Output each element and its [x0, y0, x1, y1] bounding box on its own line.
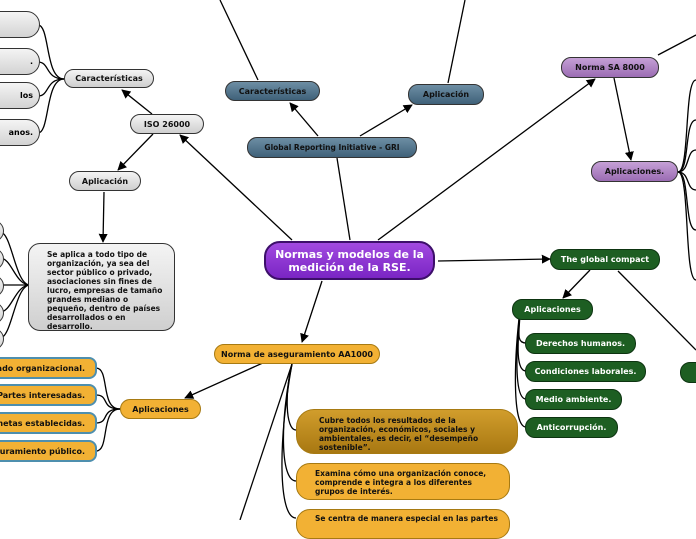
gc-item-label: Condiciones laborales.: [534, 367, 637, 376]
global-compact-aplicaciones-label: Aplicaciones: [524, 305, 581, 314]
iso-aplicacion-label: Aplicación: [81, 176, 129, 186]
iso-leaf-4[interactable]: anos.: [0, 119, 40, 146]
aa-text-3[interactable]: Se centra de manera especial en las part…: [296, 509, 510, 539]
global-compact-aplicaciones-node[interactable]: Aplicaciones: [512, 299, 593, 320]
aa1000-node[interactable]: Norma de aseguramiento AA1000: [214, 344, 380, 364]
iso-26000-node[interactable]: ISO 26000: [130, 114, 204, 134]
iso-leaf-1[interactable]: [0, 11, 40, 38]
iso-aplicacion-node[interactable]: Aplicación: [69, 171, 141, 191]
aa-text-1[interactable]: Cubre todos los resultados de la organiz…: [296, 409, 518, 454]
gc-item-condiciones[interactable]: Condiciones laborales.: [525, 361, 646, 382]
aa-text-3-label: Se centra de manera especial en las part…: [315, 514, 498, 523]
iso-leaf-3[interactable]: los: [0, 82, 40, 109]
iso-26000-label: ISO 26000: [143, 119, 191, 129]
gri-caracteristicas-label: Características: [238, 86, 307, 96]
gc-item-anticorrupcion[interactable]: Anticorrupción.: [525, 417, 618, 438]
iso-caracteristicas-node[interactable]: Características: [64, 69, 154, 88]
aa-item-2[interactable]: Partes interesadas.: [0, 384, 97, 406]
aa-item-1[interactable]: tado organizacional.: [0, 357, 97, 379]
central-topic[interactable]: Normas y modelos de la medición de la RS…: [264, 241, 435, 280]
gc-offscreen-node[interactable]: [680, 362, 696, 383]
gri-aplicacion-node[interactable]: Aplicación: [408, 84, 484, 105]
central-topic-label: Normas y modelos de la medición de la RS…: [275, 247, 424, 274]
aa-text-2[interactable]: Examina cómo una organización conoce, co…: [296, 463, 510, 500]
aa1000-label: Norma de aseguramiento AA1000: [221, 349, 373, 359]
gc-item-label: Anticorrupción.: [536, 423, 607, 432]
aa-item-label: metas establecidas.: [0, 418, 85, 428]
gc-item-label: Derechos humanos.: [535, 339, 626, 348]
gri-caracteristicas-node[interactable]: Características: [225, 81, 320, 101]
aa1000-aplicaciones-node[interactable]: Aplicaciones: [120, 399, 201, 419]
aa1000-aplicaciones-label: Aplicaciones: [132, 404, 189, 414]
iso-leaf-4-label: anos.: [8, 128, 33, 137]
iso-leaf-2-label: .: [29, 57, 33, 66]
sa8000-aplicaciones-node[interactable]: Aplicaciones.: [591, 161, 678, 182]
sa8000-aplicaciones-label: Aplicaciones.: [604, 167, 665, 176]
gri-label: Global Reporting Initiative - GRI: [264, 143, 400, 152]
sa8000-label: Norma SA 8000: [575, 63, 645, 72]
iso-leaf-2[interactable]: .: [0, 48, 40, 75]
gri-aplicacion-label: Aplicación: [422, 90, 470, 99]
iso-leaf-3-label: los: [20, 91, 33, 100]
aa-item-3[interactable]: metas establecidas.: [0, 412, 97, 434]
global-compact-node[interactable]: The global compact: [550, 249, 660, 270]
aa-item-label: tado organizacional.: [0, 363, 85, 373]
gc-item-derechos[interactable]: Derechos humanos.: [525, 333, 636, 354]
gc-item-label: Medio ambiente.: [535, 395, 612, 404]
aa-item-4[interactable]: guramiento público.: [0, 440, 97, 462]
iso-aplicacion-text-node[interactable]: Se aplica a todo tipo de organización, y…: [28, 243, 175, 331]
sa8000-node[interactable]: Norma SA 8000: [561, 57, 659, 78]
aa-item-label: guramiento público.: [0, 446, 85, 456]
gc-item-medio-ambiente[interactable]: Medio ambiente.: [525, 389, 622, 410]
aa-text-2-label: Examina cómo una organización conoce, co…: [315, 469, 487, 496]
aa-item-label: Partes interesadas.: [0, 390, 85, 400]
gri-node[interactable]: Global Reporting Initiative - GRI: [247, 137, 417, 158]
global-compact-label: The global compact: [560, 255, 650, 264]
iso-aplicacion-text: Se aplica a todo tipo de organización, y…: [47, 250, 163, 331]
iso-caracteristicas-label: Características: [75, 74, 143, 83]
aa-text-1-label: Cubre todos los resultados de la organiz…: [319, 416, 479, 452]
